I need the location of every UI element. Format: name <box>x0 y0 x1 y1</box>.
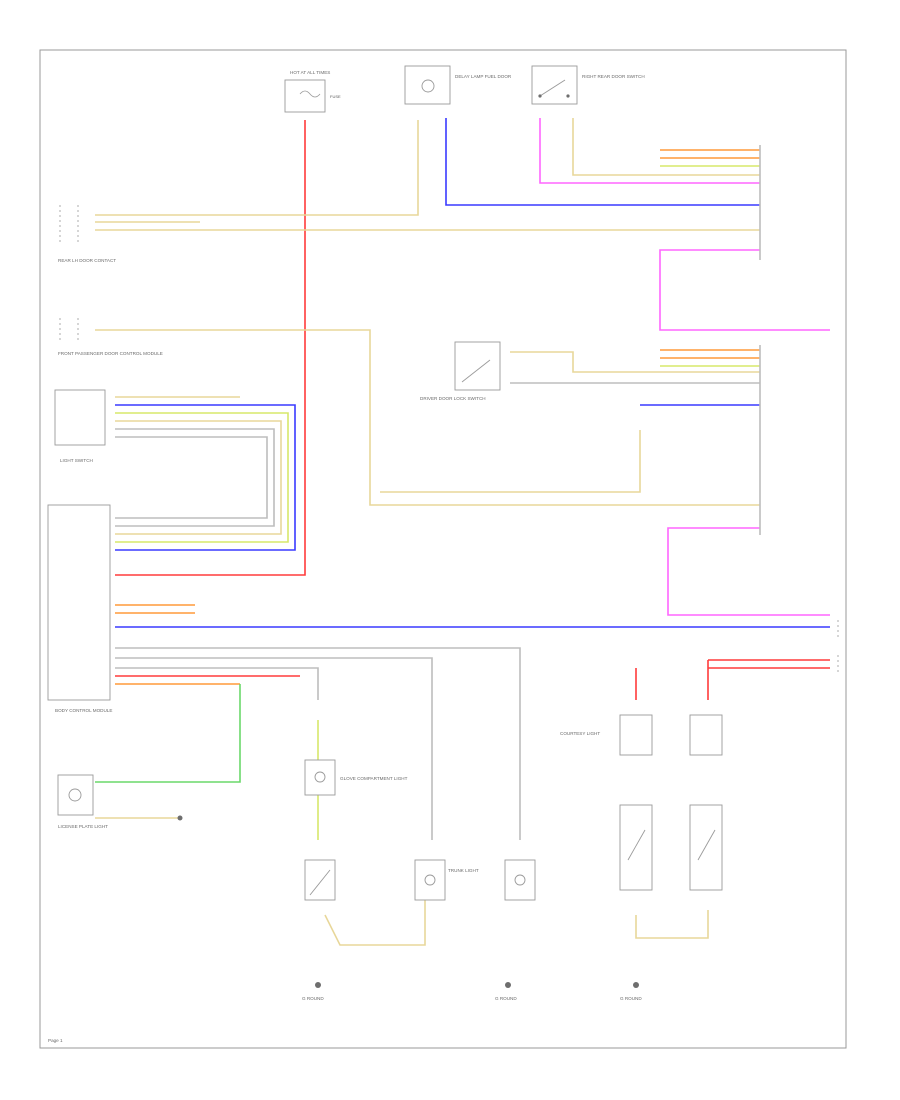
door-switch-label: DRIVER DOOR LOCK SWITCH <box>420 396 486 401</box>
trunk-light-label: TRUNK LIGHT <box>448 868 479 873</box>
ground-mid-label: G ROUND <box>495 996 517 1001</box>
diagram-frame <box>39 49 847 1049</box>
component-bcm: BODY CONTROL MODULE <box>47 504 112 713</box>
component-light-switch: LIGHT SWITCH <box>54 389 106 463</box>
wire-tan-11 <box>635 910 709 939</box>
fuse-sub-label: FUSE <box>330 94 341 99</box>
component-courtesy-lights: COURTESY LIGHT G ROUND <box>560 714 723 1001</box>
fuel-door-lamp-label: DELAY LAMP FUEL DOOR <box>455 74 512 79</box>
wire-gray-4 <box>115 647 521 840</box>
wire-gray-3 <box>115 436 268 519</box>
wire-tan-1 <box>95 120 419 216</box>
wire-tan-8 <box>115 420 282 535</box>
left-connectors: REAR LH DOOR CONTACT FRONT PASSENGER DOO… <box>58 205 163 356</box>
fuse-label: HOT AT ALL TIMES <box>290 70 330 75</box>
wire-blue-1 <box>445 118 760 206</box>
component-glove-light: GLOVE COMPARTMENT LIGHT G ROUND <box>302 759 408 1001</box>
component-fuse: HOT AT ALL TIMES FUSE <box>284 70 341 113</box>
component-license-light: LICENSE PLATE LIGHT <box>57 774 183 829</box>
license-light-label: LICENSE PLATE LIGHT <box>58 824 108 829</box>
component-fuel-door-lamp: DELAY LAMP FUEL DOOR <box>404 65 512 105</box>
wire-tan-4 <box>572 118 760 176</box>
courtesy-light-label: COURTESY LIGHT <box>560 731 600 736</box>
wire-green-1 <box>95 684 241 783</box>
wire-gray-2 <box>115 428 275 527</box>
wire-tan-7 <box>380 430 641 493</box>
right-rear-switch-label: RIGHT REAR DOOR SWITCH <box>582 74 645 79</box>
bcm-label: BODY CONTROL MODULE <box>55 708 112 713</box>
page-label: Page 1 <box>48 1038 63 1043</box>
wire-violet-2 <box>659 249 830 331</box>
rear-lh-door-label: REAR LH DOOR CONTACT <box>58 258 116 263</box>
component-right-rear-switch: RIGHT REAR DOOR SWITCH <box>531 65 645 105</box>
glove-light-label: GLOVE COMPARTMENT LIGHT <box>340 776 408 781</box>
ground-glove-label: G ROUND <box>302 996 324 1001</box>
wire-gray-6 <box>115 667 319 700</box>
ground-right-label: G ROUND <box>620 996 642 1001</box>
wires <box>95 118 830 946</box>
component-door-switch: DRIVER DOOR LOCK SWITCH <box>420 341 501 401</box>
component-trunk-light: TRUNK LIGHT G ROUND <box>414 859 536 1001</box>
wire-violet-1 <box>539 118 760 184</box>
light-switch-label: LIGHT SWITCH <box>60 458 93 463</box>
wire-tan-6 <box>510 351 760 373</box>
wire-yg-3 <box>115 412 289 543</box>
wire-gray-5 <box>115 657 433 840</box>
wire-blue-3 <box>115 404 296 551</box>
wire-tan-5 <box>95 329 760 506</box>
wire-tan-10 <box>324 900 426 946</box>
wire-violet-3 <box>667 527 830 616</box>
wire-red-main <box>115 120 306 576</box>
front-passenger-label: FRONT PASSENGER DOOR CONTROL MODULE <box>58 351 163 356</box>
